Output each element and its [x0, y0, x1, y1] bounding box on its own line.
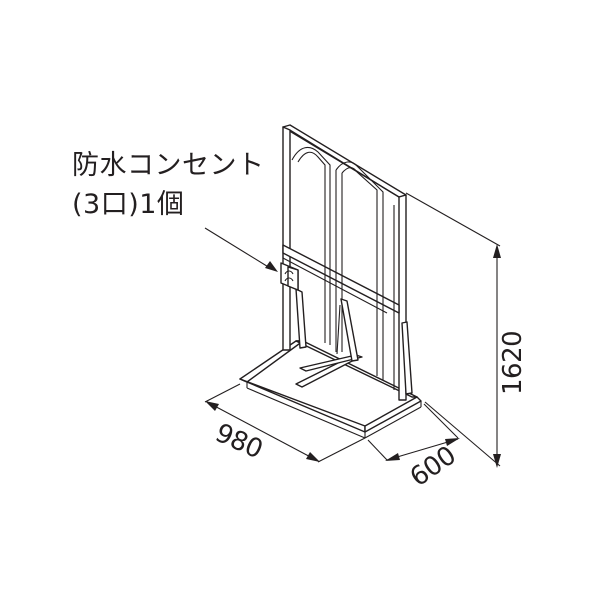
outlet-callout-quantity: (3口)1個	[72, 189, 185, 220]
depth-dimension-line	[367, 403, 460, 461]
support-braces	[295, 288, 413, 395]
height-dimension-label: 1620	[498, 330, 528, 395]
outlet-box	[280, 262, 299, 291]
outlet-callout-title: 防水コンセント	[72, 150, 265, 181]
width-dimension-line	[204, 383, 366, 463]
height-dimension-line	[405, 192, 501, 468]
callout-leader	[204, 227, 278, 272]
base-frame	[239, 340, 422, 439]
